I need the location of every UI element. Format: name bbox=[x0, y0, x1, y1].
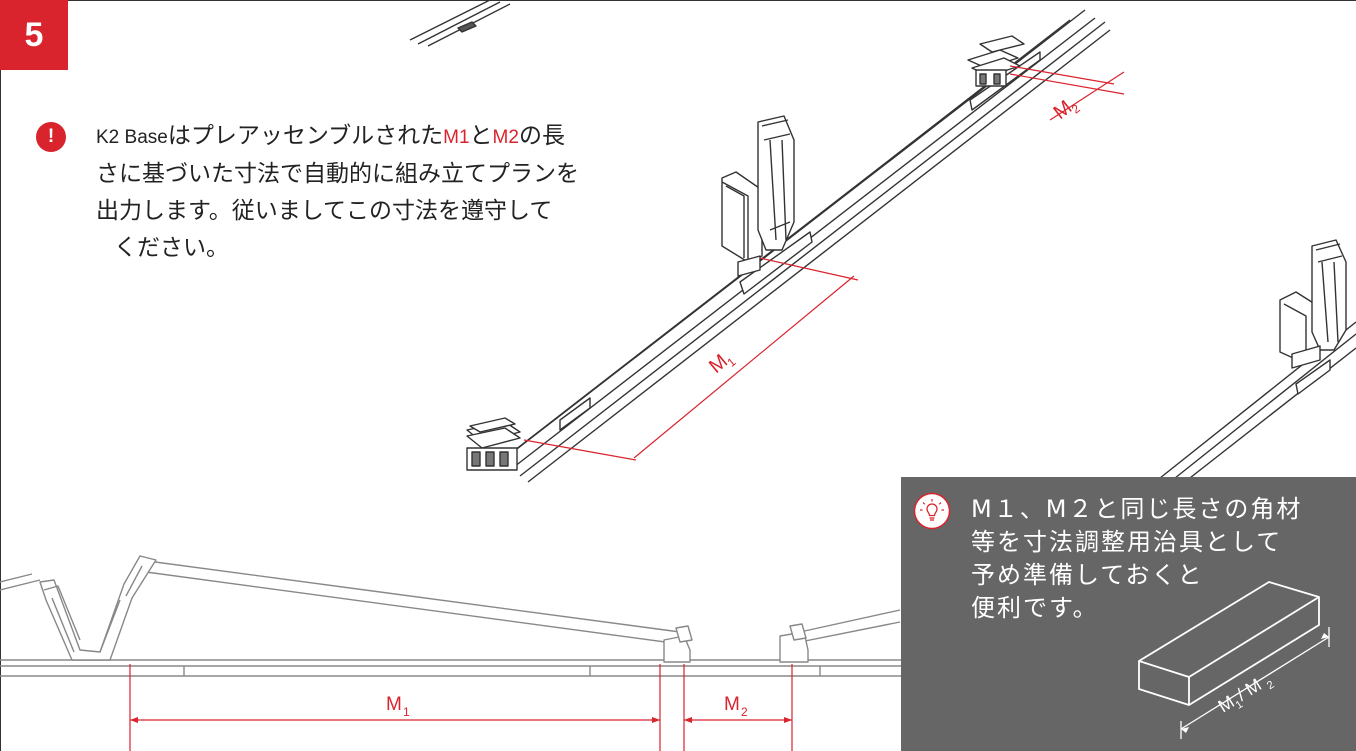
warning-line-1: K2 BaseはプレアッセンブルされたM1とM2の長 bbox=[96, 118, 676, 156]
warning-line-2: さに基づいた寸法で自動的に組み立てプランを bbox=[96, 161, 579, 187]
tip-line-2: 等を寸法調整用治具として bbox=[971, 528, 1283, 556]
section-view bbox=[0, 555, 1356, 677]
tip-line-3: 予め準備しておくと bbox=[971, 561, 1204, 589]
tip-line-1: M１、M２と同じ長さの角材 bbox=[971, 495, 1303, 523]
brand-name: K2 Base bbox=[96, 127, 168, 148]
warning-text: はプレアッセンブルされた bbox=[167, 123, 444, 149]
lightbulb-icon bbox=[913, 492, 951, 530]
warning-note: K2 BaseはプレアッセンブルされたM1とM2の長 さに基づいた寸法で自動的に… bbox=[96, 118, 676, 267]
m1-highlight: M1 bbox=[443, 127, 470, 148]
gauge-block-drawing: M 1 / M 2 bbox=[1138, 581, 1330, 739]
tip-line-4: 便利です。 bbox=[971, 594, 1099, 622]
gauge-label: M 1 / M 2 bbox=[1215, 675, 1277, 717]
exclamation-icon: ! bbox=[36, 122, 66, 152]
side-rail-right bbox=[1149, 239, 1356, 493]
bottom-m2-label: M 2 bbox=[724, 694, 748, 719]
rail-end-bracket-front bbox=[466, 417, 521, 471]
tip-text: M１、M２と同じ長さの角材 等を寸法調整用治具として 予め準備しておくと 便利で… bbox=[971, 493, 1351, 625]
tip-box: M１、M２と同じ長さの角材 等を寸法調整用治具として 予め準備しておくと 便利で… bbox=[901, 477, 1356, 751]
svg-text:1: 1 bbox=[403, 705, 410, 719]
warning-line-3: 出力します。従いましてこの寸法を遵守して bbox=[96, 198, 553, 224]
svg-text:M: M bbox=[386, 694, 402, 715]
svg-text:2: 2 bbox=[1265, 679, 1277, 692]
svg-text:1: 1 bbox=[1234, 698, 1246, 711]
upright-bracket-middle bbox=[721, 115, 795, 277]
svg-text:M: M bbox=[724, 694, 740, 715]
warning-text: の長 bbox=[518, 123, 565, 149]
warning-text: と bbox=[469, 123, 493, 149]
rail-m2-label: M 2 bbox=[1050, 96, 1084, 124]
rail-end-bracket-back bbox=[967, 35, 1025, 87]
partial-rail-top-left bbox=[409, 0, 511, 47]
svg-text:2: 2 bbox=[741, 705, 748, 719]
bottom-m1-label: M 1 bbox=[386, 694, 410, 719]
m2-highlight: M2 bbox=[492, 127, 519, 148]
step-number-badge: 5 bbox=[0, 0, 68, 70]
warning-line-4: ください。 bbox=[114, 235, 229, 261]
